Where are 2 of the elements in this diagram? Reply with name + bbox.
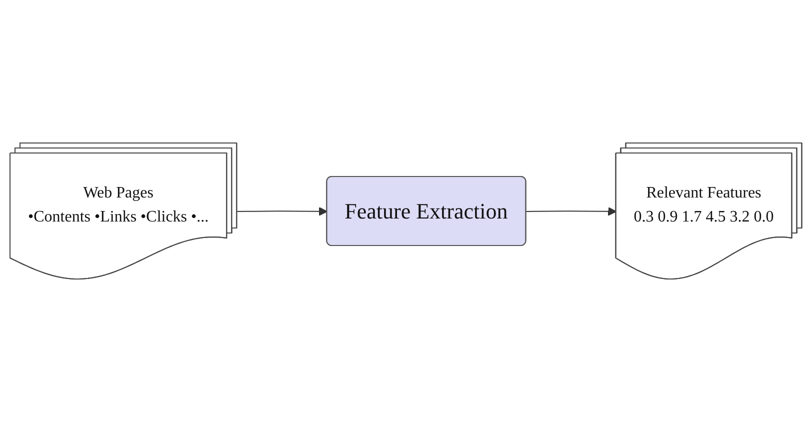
arrow (526, 206, 617, 216)
arrow (236, 206, 328, 216)
